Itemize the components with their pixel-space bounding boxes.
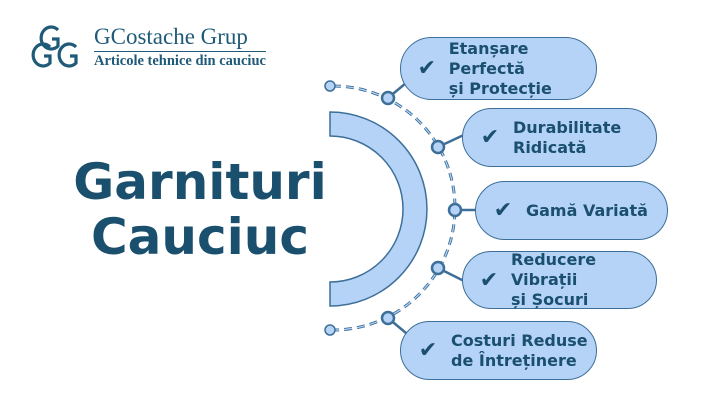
logo-letter-g-top [39, 25, 60, 51]
node-2 [430, 139, 446, 155]
brand: GCostache Grup Articole tehnice din cauc… [94, 24, 266, 70]
check-icon: ✔ [480, 125, 500, 150]
feature-text: Etanșare Perfectă [448, 38, 529, 78]
feature-text: Costuri Reduse [451, 330, 588, 350]
feature-text: Gamă Variată [526, 200, 648, 220]
feature-text: și Protecție [448, 78, 552, 98]
feature-text: de Întreținere [451, 350, 577, 370]
node-3 [447, 202, 463, 218]
check-icon: ✔ [418, 338, 438, 363]
logo-mark [31, 25, 78, 68]
page-title: Garnituri Cauciuc [70, 155, 330, 265]
title-line-2: Cauciuc [90, 208, 310, 266]
check-icon: ✔ [479, 267, 499, 293]
brand-tagline: Articole tehnice din cauciuc [94, 53, 266, 69]
feature-text: Ridicată [513, 137, 587, 157]
check-icon: ✔ [493, 198, 513, 223]
feature-text: Durabilitate [513, 117, 622, 137]
arc-end-top [324, 80, 336, 92]
feature-text: Reducere Vibrații [511, 250, 597, 289]
title-line-1: Garnituri [73, 153, 327, 211]
check-icon: ✔ [417, 56, 437, 81]
logo-letter-g-left [31, 42, 52, 68]
brand-name: GCostache Grup [94, 24, 266, 52]
node-4 [430, 260, 446, 276]
logo-letter-g-right [57, 42, 78, 68]
node-5 [380, 310, 396, 326]
half-ring [329, 111, 428, 307]
node-1 [380, 90, 396, 106]
arc-end-bottom [324, 324, 336, 336]
feature-pill: ✔ Gamă Variată [475, 181, 668, 240]
connectors [380, 77, 478, 339]
feature-text: și Șocuri [511, 290, 589, 309]
